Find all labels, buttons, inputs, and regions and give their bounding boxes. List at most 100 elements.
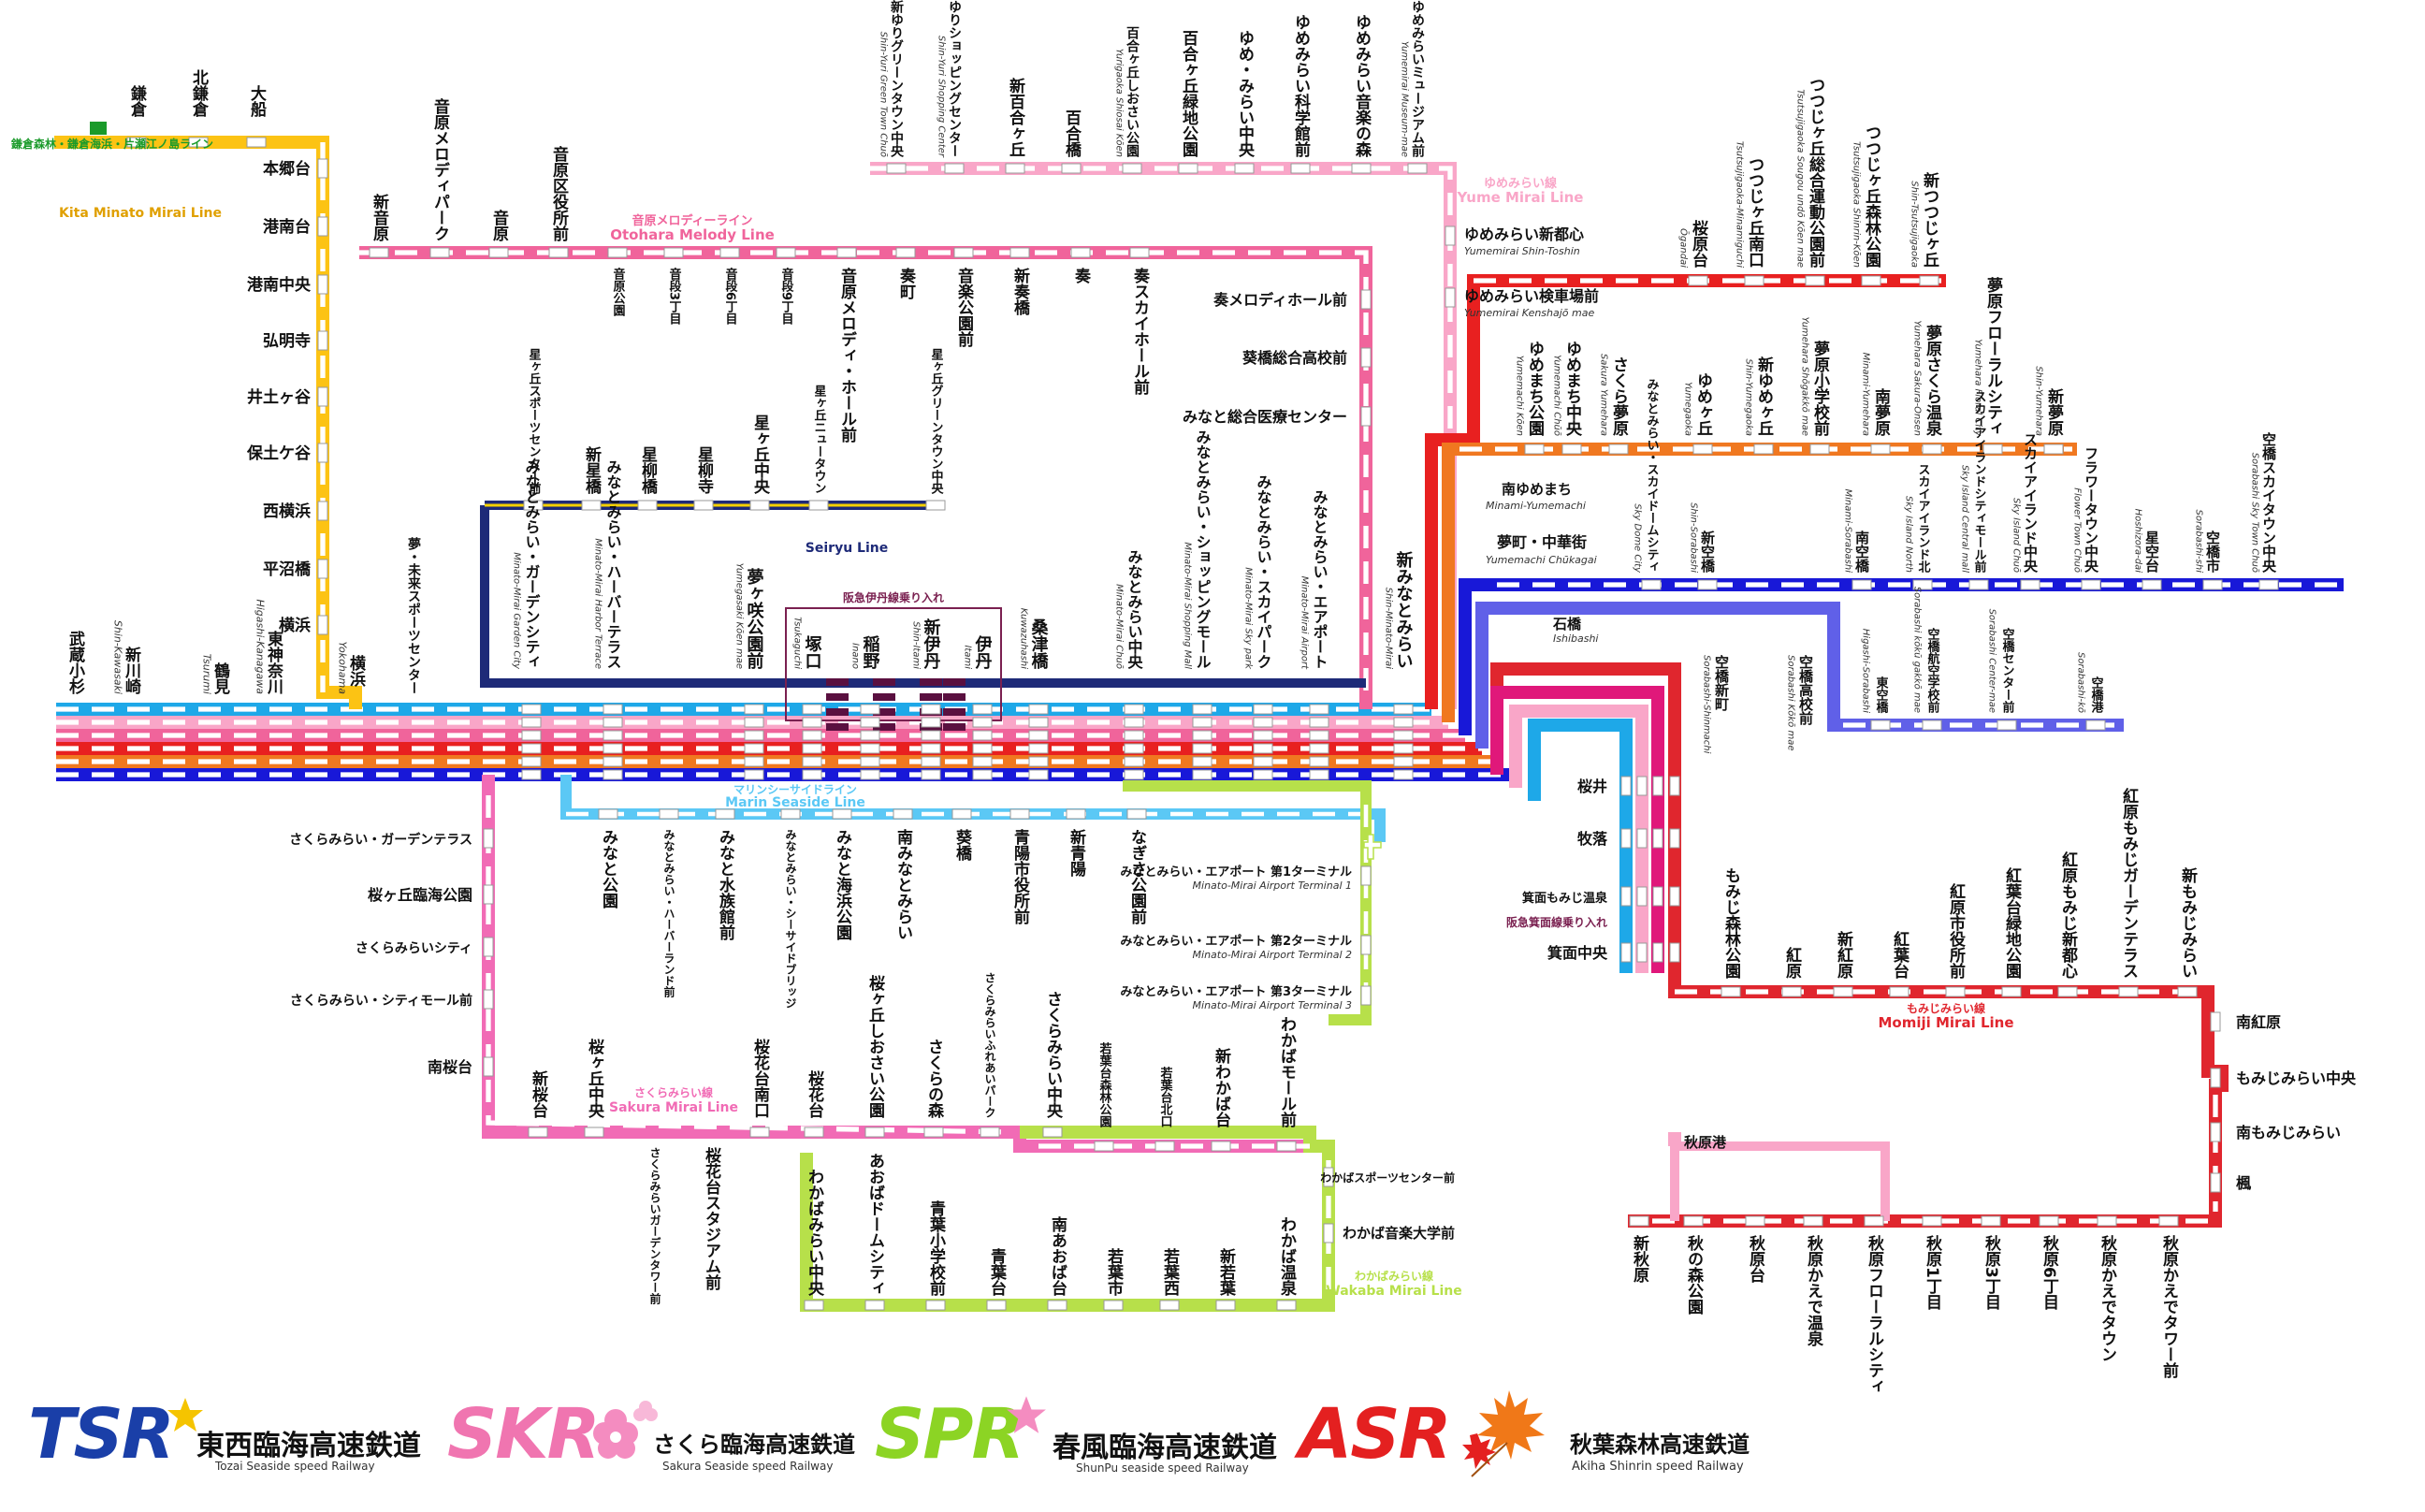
east-violet-tick-5 xyxy=(1997,720,2017,731)
trunk-tick-1-yume xyxy=(603,717,623,728)
kita-tick-3 xyxy=(317,158,328,179)
momiji-tick-b-7 xyxy=(2039,1215,2059,1227)
trunk-tick-6-otohara xyxy=(972,730,993,741)
momiji-bottom-0: 新秋原 xyxy=(1630,1234,1649,1284)
momiji-tick-t-0 xyxy=(1721,986,1741,997)
east-orange-en-2: Sakura Yumehara xyxy=(1599,354,1609,436)
otohara-tick-bot-0 xyxy=(607,247,628,258)
east-violet-station-6: 空橋港 xyxy=(2089,676,2104,714)
east-violet-tick-3 xyxy=(1870,720,1891,731)
sakura-below-1: 桜花台スタジアム前 xyxy=(702,1146,721,1291)
wakaba-bottom-2: 青葉小学校前 xyxy=(926,1199,947,1297)
otohara-tick-bot-1 xyxy=(663,247,684,258)
momiji-top-4: 紅原市役所前 xyxy=(1946,882,1966,980)
east-blue-en-6: Sky Island Central mall xyxy=(1960,465,1970,573)
east-blue-tick-9 xyxy=(2142,579,2162,590)
trunk-tick-3-blue xyxy=(802,769,822,780)
momiji-top-1: 紅原 xyxy=(1782,946,1802,980)
momiji-tick-b-8 xyxy=(2097,1215,2117,1227)
sakura-left-0: さくらみらい・ガーデンテラス xyxy=(289,832,472,848)
seiryu-station-6: 星ヶ丘グリーンタウン中央 xyxy=(929,348,944,495)
marin-station-2: みなと水族館前 xyxy=(716,829,736,941)
minoh-tick-0-3 xyxy=(1669,776,1680,796)
east-blue-station-3: 新空橋 xyxy=(1699,530,1716,574)
yume-top-3: 百合橋 xyxy=(1062,109,1082,158)
wakaba-tick-b-8 xyxy=(1276,1300,1297,1311)
east-blue-en-7: Sky Island Chuō xyxy=(2011,498,2022,573)
trunk-tick-10-red xyxy=(1253,743,1273,754)
momiji-tick-t-6 xyxy=(2057,986,2078,997)
logo-spr-jp: 春風臨海高速鉄道 xyxy=(1053,1432,1277,1464)
east-blue-station-4: 南空橋 xyxy=(1853,530,1870,574)
east-red-tick-0 xyxy=(1688,275,1708,286)
momiji-jp: もみじみらい線 xyxy=(1907,1001,1985,1015)
wakaba-tick-b-3 xyxy=(986,1300,1007,1311)
trunk-tick-3-orange xyxy=(802,756,822,767)
wakaba-bottom-5: 若葉市 xyxy=(1104,1247,1125,1296)
trunk-tick-7-otohara xyxy=(1028,730,1049,741)
wakaba-tick-t-0 xyxy=(1094,1141,1114,1152)
momiji-tick-r-1 xyxy=(2210,1068,2221,1088)
wakaba-bottom-1: あおばドームシティ xyxy=(865,1153,884,1296)
trunk-station-en-1: Minato-Mirai Harbor Terrace xyxy=(593,538,603,669)
trunk-tick-4-cyan xyxy=(860,704,880,715)
trunk-tick-10-cyan xyxy=(1253,704,1273,715)
wakaba-bottom-8: わかば温泉 xyxy=(1277,1216,1298,1297)
kita-tick-8 xyxy=(317,443,328,463)
seiryu-tick-5 xyxy=(808,500,829,511)
kita-station-6: 弘明寺 xyxy=(263,331,311,351)
east-violet-en-3: Higashi-Sorabashi xyxy=(1861,629,1871,713)
marin-station-5: 南みなとみらい xyxy=(893,828,913,940)
minoh-tick-1-0 xyxy=(1620,828,1632,849)
trunk-tick-3-cyan xyxy=(802,704,822,715)
east-orange-tick-4 xyxy=(1753,443,1774,455)
seiryu-tick-3 xyxy=(693,500,714,511)
sakura-left-3: さくらみらい・シティモール前 xyxy=(290,993,472,1009)
east-orange-tick-0 xyxy=(1524,443,1545,455)
logo-skr: SKR さくら臨海高速鉄道 Sakura Seaside speed Railw… xyxy=(447,1394,859,1497)
yume-top-en-4: Yurigaoka Shiosai Kōen xyxy=(1114,49,1125,157)
itami-bar-3-0 xyxy=(943,678,966,686)
momiji-bottom-7: 秋原6丁目 xyxy=(2040,1234,2059,1310)
otohara-jp: 音原メロディーライン xyxy=(632,213,752,228)
trunk-tick-4-otohara xyxy=(860,730,880,741)
yume-right-en-0: Yumemirai Shin-Toshin xyxy=(1464,245,1580,257)
east-blue-en-0: Minami-Yumemachi xyxy=(1486,500,1586,512)
east-blue-en-8: Flower Town Chuō xyxy=(2072,487,2083,573)
otohara-tick-top-2 xyxy=(488,247,509,258)
minoh-tick-1-1 xyxy=(1636,828,1648,849)
east-orange-tick-2 xyxy=(1608,443,1629,455)
east-blue-tick-7 xyxy=(2020,579,2040,590)
otohara-tick-top-3 xyxy=(548,247,569,258)
enoden-marker xyxy=(90,122,107,135)
otohara-right-1: 葵橋総合高校前 xyxy=(1242,349,1347,367)
otohara-tick-bot-7 xyxy=(1009,247,1030,258)
itami-bar-3-2 xyxy=(943,708,966,716)
wakaba-jp: わかばみらい線 xyxy=(1355,1269,1433,1283)
wakaba-name: Wakaba Mirai Line xyxy=(1326,1284,1461,1299)
trunk-station-10: みなとみらい・スカイパーク xyxy=(1255,474,1272,669)
momiji-name: Momiji Mirai Line xyxy=(1878,1014,2013,1031)
wakaba-right-1: わかば音楽大学前 xyxy=(1343,1225,1455,1242)
trunk-tick-5-blue xyxy=(921,769,941,780)
trunk-tick-2-otohara xyxy=(744,730,764,741)
trunk-tick-8-cyan xyxy=(1124,704,1144,715)
otohara-tick-bot-4 xyxy=(836,247,857,258)
trunk-station-9: みなとみらい・ショッピングモール xyxy=(1194,429,1212,669)
east-violet-station-3: 東空橋 xyxy=(1874,676,1889,714)
east-orange-en-7: Yumehara Sakura-Onsen xyxy=(1912,320,1923,436)
east-red-tick-3 xyxy=(1861,275,1881,286)
sakura-left-4: 南桜台 xyxy=(428,1058,472,1076)
wakaba-bottom-3: 青葉台 xyxy=(987,1247,1008,1297)
wakaba-tick-r-0 xyxy=(1323,1167,1334,1187)
minoh-tick-0-0 xyxy=(1620,776,1632,796)
seiryu-tick-4 xyxy=(749,500,770,511)
kita-tick-1 xyxy=(188,137,209,148)
yume-tick-6 xyxy=(1234,163,1255,174)
trunk-tick-10-yume xyxy=(1253,717,1273,728)
seiryu-station-4: 星ヶ丘中央 xyxy=(750,414,770,495)
seiryu-station-2: 星柳橋 xyxy=(638,446,658,495)
station-marks-layer xyxy=(126,137,2279,1311)
sakura-tick-l-4 xyxy=(483,1056,494,1077)
seiryu-station-1: 新星橋 xyxy=(582,445,602,495)
